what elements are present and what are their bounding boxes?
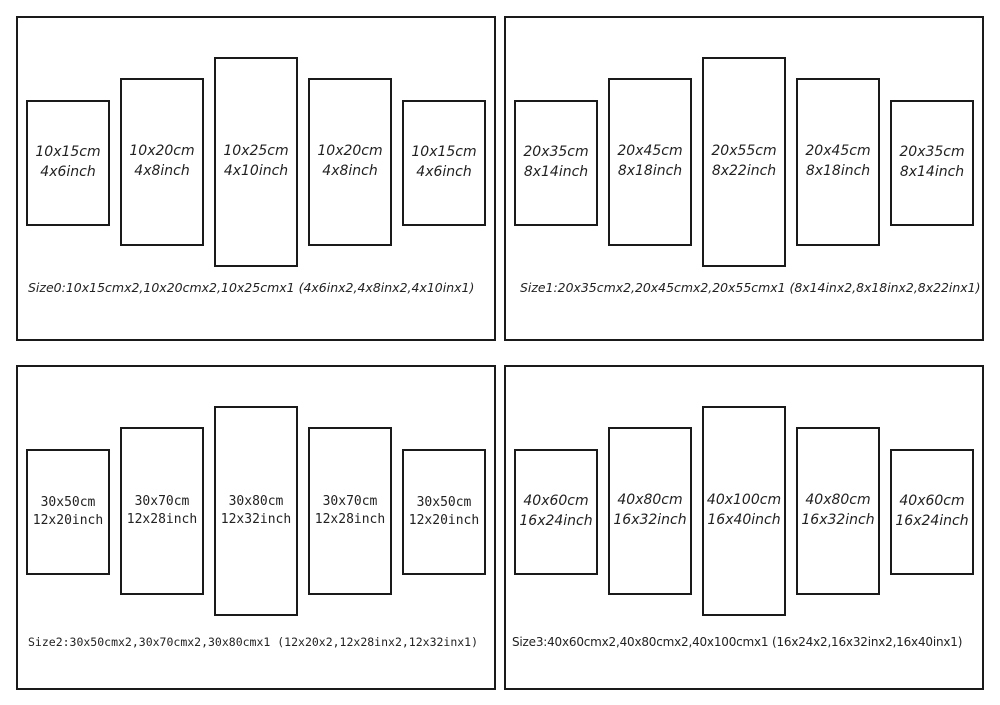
panel-cm-label: 40x100cm bbox=[706, 492, 782, 509]
panel-inch-label: 8x14inch bbox=[523, 164, 589, 180]
panel-cm-label: 20x45cm bbox=[617, 143, 683, 160]
panel-inch-label: 16x32inch bbox=[613, 512, 687, 528]
panel-inch-label: 4x6inch bbox=[40, 164, 96, 180]
panel-5: 20x35cm 8x14inch bbox=[890, 100, 974, 226]
panel-inch-label: 8x18inch bbox=[617, 163, 683, 179]
panel-cm-label: 20x35cm bbox=[523, 144, 589, 161]
panel-cm-label: 40x60cm bbox=[899, 493, 965, 510]
panel-inch-label: 8x18inch bbox=[805, 163, 871, 179]
panel-cm-label: 40x80cm bbox=[805, 492, 871, 509]
panel-inch-label: 4x10inch bbox=[223, 163, 289, 179]
panel-cm-label: 10x15cm bbox=[411, 144, 477, 161]
size3-layout: 40x60cm 16x24inch 40x80cm 16x32inch 40x1… bbox=[504, 365, 984, 690]
panel-4: 10x20cm 4x8inch bbox=[308, 78, 392, 246]
size-caption: Size3:40x60cmx2,40x80cmx2,40x100cmx1 (16… bbox=[512, 635, 963, 649]
panel-cm-label: 20x45cm bbox=[805, 143, 871, 160]
panel-cm-label: 20x55cm bbox=[711, 143, 777, 160]
panel-1: 20x35cm 8x14inch bbox=[514, 100, 598, 226]
panel-1: 40x60cm 16x24inch bbox=[514, 449, 598, 575]
panel-cm-label: 40x80cm bbox=[617, 492, 683, 509]
size0-layout: 10x15cm 4x6inch 10x20cm 4x8inch 10x25cm … bbox=[16, 16, 496, 341]
panel-cm-label: 30x70cm bbox=[322, 493, 378, 509]
panel-1: 30x50cm 12x20inch bbox=[26, 449, 110, 575]
panel-inch-label: 16x24inch bbox=[895, 513, 969, 529]
panel-inch-label: 16x40inch bbox=[707, 512, 781, 528]
panel-4: 30x70cm 12x28inch bbox=[308, 427, 392, 595]
panel-cm-label: 20x35cm bbox=[899, 144, 965, 161]
panel-3: 10x25cm 4x10inch bbox=[214, 57, 298, 267]
panel-cm-label: 30x80cm bbox=[228, 493, 284, 509]
panel-inch-label: 12x20inch bbox=[32, 513, 104, 528]
panel-1: 10x15cm 4x6inch bbox=[26, 100, 110, 226]
size1-layout: 20x35cm 8x14inch 20x45cm 8x18inch 20x55c… bbox=[504, 16, 984, 341]
size2-layout: 30x50cm 12x20inch 30x70cm 12x28inch 30x8… bbox=[16, 365, 496, 690]
panel-inch-label: 4x6inch bbox=[416, 164, 472, 180]
panel-cm-label: 10x20cm bbox=[317, 143, 383, 160]
panel-3: 30x80cm 12x32inch bbox=[214, 406, 298, 616]
panel-inch-label: 4x8inch bbox=[322, 163, 378, 179]
panel-cm-label: 10x20cm bbox=[129, 143, 195, 160]
panel-cm-label: 30x50cm bbox=[416, 494, 472, 510]
panel-inch-label: 8x14inch bbox=[899, 164, 965, 180]
panel-inch-label: 12x32inch bbox=[220, 512, 292, 527]
panel-2: 30x70cm 12x28inch bbox=[120, 427, 204, 595]
size-caption: Size1:20x35cmx2,20x45cmx2,20x55cmx1 (8x1… bbox=[520, 280, 981, 295]
panel-inch-label: 4x8inch bbox=[134, 163, 190, 179]
panel-4: 20x45cm 8x18inch bbox=[796, 78, 880, 246]
panel-inch-label: 16x24inch bbox=[519, 513, 593, 529]
panel-cm-label: 30x50cm bbox=[40, 494, 96, 510]
panel-3: 20x55cm 8x22inch bbox=[702, 57, 786, 267]
panel-2: 20x45cm 8x18inch bbox=[608, 78, 692, 246]
panel-inch-label: 16x32inch bbox=[801, 512, 875, 528]
panel-inch-label: 12x28inch bbox=[314, 512, 386, 527]
panel-3: 40x100cm 16x40inch bbox=[702, 406, 786, 616]
size-caption: Size0:10x15cmx2,10x20cmx2,10x25cmx1 (4x6… bbox=[28, 280, 475, 295]
panel-cm-label: 30x70cm bbox=[134, 493, 190, 509]
panel-5: 30x50cm 12x20inch bbox=[402, 449, 486, 575]
size-caption: Size2:30x50cmx2,30x70cmx2,30x80cmx1 (12x… bbox=[28, 635, 479, 649]
panel-5: 40x60cm 16x24inch bbox=[890, 449, 974, 575]
panel-4: 40x80cm 16x32inch bbox=[796, 427, 880, 595]
panel-inch-label: 12x28inch bbox=[126, 512, 198, 527]
panel-5: 10x15cm 4x6inch bbox=[402, 100, 486, 226]
panel-inch-label: 8x22inch bbox=[711, 163, 777, 179]
panel-2: 10x20cm 4x8inch bbox=[120, 78, 204, 246]
panel-cm-label: 40x60cm bbox=[523, 493, 589, 510]
panel-inch-label: 12x20inch bbox=[408, 513, 480, 528]
panel-2: 40x80cm 16x32inch bbox=[608, 427, 692, 595]
panel-cm-label: 10x25cm bbox=[223, 143, 289, 160]
panel-cm-label: 10x15cm bbox=[35, 144, 101, 161]
